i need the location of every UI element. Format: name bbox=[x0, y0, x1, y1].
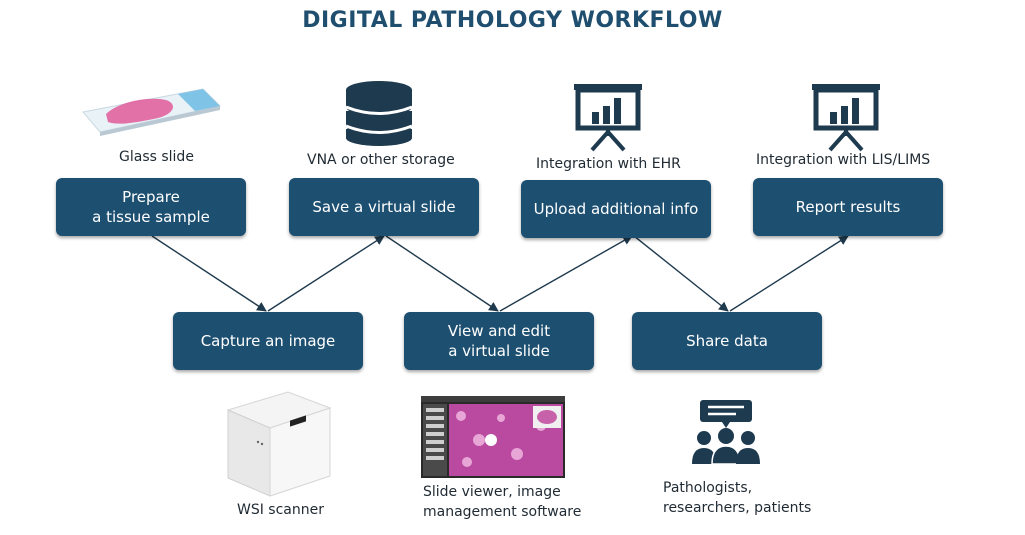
share-data-box: Share data bbox=[632, 312, 822, 370]
wsi-label: WSI scanner bbox=[237, 502, 324, 518]
lis-label: Integration with LIS/LIMS bbox=[756, 152, 931, 168]
database-icon bbox=[345, 81, 413, 146]
slide-viewer-screenshot bbox=[421, 396, 565, 478]
presentation-chart-icon bbox=[812, 84, 880, 152]
people-label: Pathologists, researchers, patients bbox=[663, 480, 812, 516]
viewer-label: Slide viewer, image management software bbox=[423, 484, 582, 520]
arrow-prepare-to-capture bbox=[151, 235, 267, 312]
arrow-share-to-report bbox=[729, 235, 849, 312]
glass-slide-icon bbox=[82, 88, 222, 136]
ehr-label: Integration with EHR bbox=[536, 156, 681, 172]
people-chat-icon bbox=[692, 400, 760, 465]
capture-image-box: Capture an image bbox=[173, 312, 363, 370]
presentation-chart-icon bbox=[574, 84, 642, 152]
arrow-capture-to-save bbox=[267, 235, 385, 312]
save-virtual-slide-box: Save a virtual slide bbox=[289, 178, 479, 236]
page-title: DIGITAL PATHOLOGY WORKFLOW bbox=[302, 8, 723, 33]
report-results-box: Report results bbox=[753, 178, 943, 236]
arrow-view-to-upload bbox=[499, 235, 633, 312]
arrow-save-to-view bbox=[385, 235, 499, 312]
vna-label: VNA or other storage bbox=[307, 152, 455, 168]
scanner-icon bbox=[226, 391, 332, 497]
view-edit-slide-box: View and edit a virtual slide bbox=[404, 312, 594, 370]
arrow-upload-to-share bbox=[633, 235, 729, 312]
glass-slide-label: Glass slide bbox=[119, 149, 194, 165]
upload-info-box: Upload additional info bbox=[521, 180, 711, 238]
prepare-tissue-box: Prepare a tissue sample bbox=[56, 178, 246, 236]
